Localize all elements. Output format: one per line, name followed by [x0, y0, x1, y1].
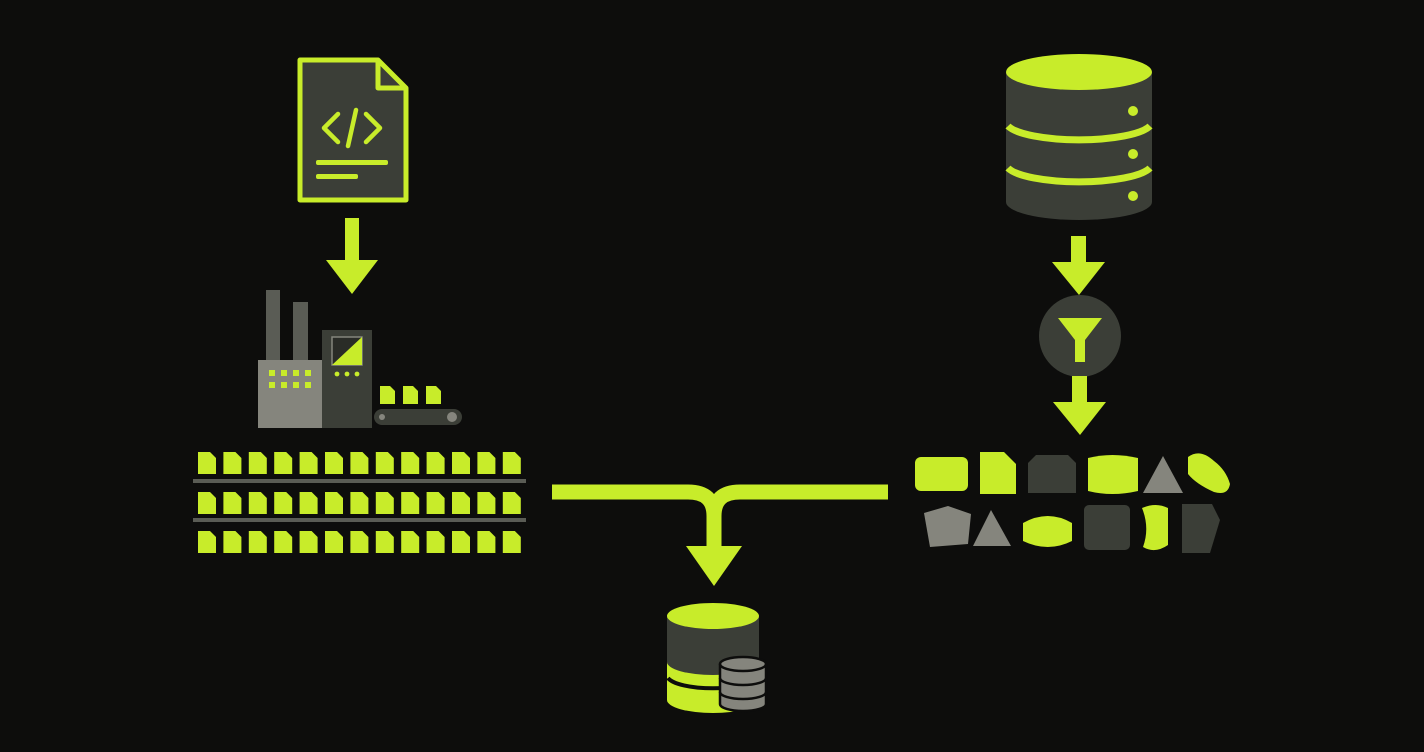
record-document — [477, 531, 496, 553]
record-document — [274, 492, 293, 514]
record-document — [223, 492, 242, 514]
record-document — [426, 531, 445, 553]
record-document — [223, 452, 242, 474]
document-grid-icon — [193, 452, 526, 553]
record-document — [223, 531, 242, 553]
record-document — [325, 452, 343, 474]
record-document — [426, 492, 445, 514]
record-document — [375, 492, 394, 514]
code-file-icon — [297, 57, 409, 203]
record-document — [401, 531, 420, 553]
record-document — [299, 452, 318, 474]
record-document — [248, 531, 267, 553]
record-document — [274, 531, 293, 553]
arrow-down-icon — [686, 546, 742, 586]
record-document — [198, 492, 216, 514]
record-document — [325, 492, 343, 514]
record-document — [248, 452, 267, 474]
mixed-shapes-icon — [915, 452, 1230, 553]
record-document — [274, 452, 293, 474]
record-document — [350, 531, 369, 553]
record-document — [375, 452, 394, 474]
record-document — [452, 452, 470, 474]
database-icon — [1005, 54, 1153, 220]
record-document — [299, 492, 318, 514]
record-document — [502, 531, 521, 553]
funnel-icon — [1039, 295, 1121, 377]
record-document — [452, 492, 470, 514]
record-document — [502, 492, 521, 514]
record-document — [426, 452, 445, 474]
factory-icon — [258, 290, 462, 428]
arrow-down-icon — [1052, 236, 1105, 295]
record-document — [375, 531, 394, 553]
record-document — [198, 531, 216, 553]
record-document — [401, 452, 420, 474]
record-document — [299, 531, 318, 553]
record-document — [325, 531, 343, 553]
record-document — [502, 452, 521, 474]
arrow-down-icon — [326, 218, 378, 294]
record-document — [248, 492, 267, 514]
record-document — [198, 452, 216, 474]
merge-connector — [552, 484, 888, 548]
conveyor-belt — [374, 409, 462, 425]
arrow-down-icon — [1053, 376, 1106, 435]
stacked-databases-icon — [666, 603, 768, 713]
record-document — [350, 452, 369, 474]
record-document — [477, 492, 496, 514]
record-document — [452, 531, 470, 553]
record-document — [401, 492, 420, 514]
record-document — [350, 492, 369, 514]
record-document — [477, 452, 496, 474]
